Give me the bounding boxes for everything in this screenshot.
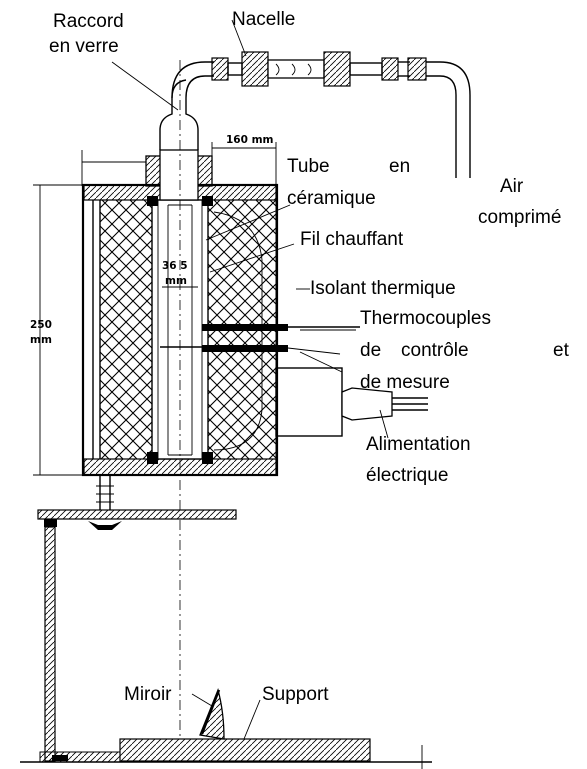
label-tube-line2: céramique	[287, 188, 376, 209]
label-thermocouples-line2b: contrôle	[401, 340, 469, 361]
bore-dimension-value: 36 5	[162, 260, 188, 272]
label-air-line1: Air	[500, 176, 524, 197]
label-alimentation-line2: électrique	[366, 465, 448, 486]
insulation-left	[99, 199, 153, 460]
mirror	[199, 687, 225, 740]
label-isolant: Isolant thermique	[310, 278, 456, 299]
label-fil-chauffant: Fil chauffant	[300, 229, 404, 250]
labels: Raccord en verre Nacelle Tube en céramiq…	[49, 9, 570, 705]
label-support: Support	[262, 684, 329, 705]
label-tube-line1b: en	[389, 156, 410, 177]
height-dimension-value: 250	[30, 319, 52, 331]
thermocouples	[160, 324, 360, 355]
nacelle-assembly	[211, 51, 471, 178]
label-thermocouples-line1: Thermocouples	[360, 308, 491, 329]
label-tube-line1: Tube	[287, 156, 330, 177]
dimension-width: 160 mm	[81, 134, 277, 186]
bore-dimension-unit: mm	[165, 275, 187, 287]
width-dimension-label: 160 mm	[226, 134, 274, 146]
label-raccord-line1: Raccord	[53, 11, 124, 32]
label-raccord-line2: en verre	[49, 36, 119, 57]
label-thermocouples-line3: de mesure	[360, 372, 450, 393]
height-dimension-unit: mm	[30, 334, 52, 346]
label-thermocouples-line2c: et	[553, 340, 570, 361]
label-miroir: Miroir	[124, 684, 172, 705]
stand-assembly	[20, 475, 432, 769]
power-supply	[275, 367, 428, 437]
label-thermocouples-line2a: de	[360, 340, 381, 361]
label-nacelle: Nacelle	[232, 9, 295, 30]
label-air-line2: comprimé	[478, 207, 561, 228]
leader-lines	[111, 19, 389, 740]
dimension-height: 250 mm	[30, 184, 83, 476]
dimension-bore: 36 5 mm	[162, 260, 198, 288]
glass-connector	[145, 61, 214, 201]
label-alimentation-line1: Alimentation	[366, 434, 471, 455]
